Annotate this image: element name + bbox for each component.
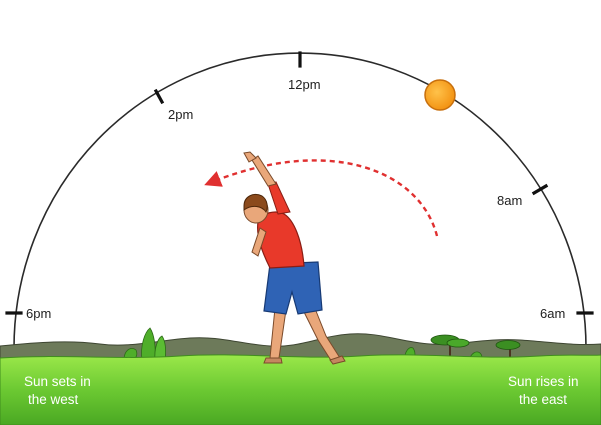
label-8am: 8am [497,193,522,208]
tick-8am [531,183,549,196]
caption-west-line2: the west [28,392,79,407]
tick-2pm [153,88,165,105]
label-2pm: 2pm [168,107,193,122]
caption-east-line2: the east [519,392,567,407]
label-12pm: 12pm [288,77,321,92]
hour-ticks [5,51,594,315]
curved-dashed-arrow-icon [204,159,439,237]
label-6pm: 6pm [26,306,51,321]
caption-west-line1: Sun sets in [24,374,91,389]
vegetation [123,327,521,361]
person-pointing-icon [243,151,346,365]
label-6am: 6am [540,306,565,321]
sun-icon [424,79,456,111]
caption-east-line1: Sun rises in [508,374,579,389]
grass-ground [0,354,601,425]
